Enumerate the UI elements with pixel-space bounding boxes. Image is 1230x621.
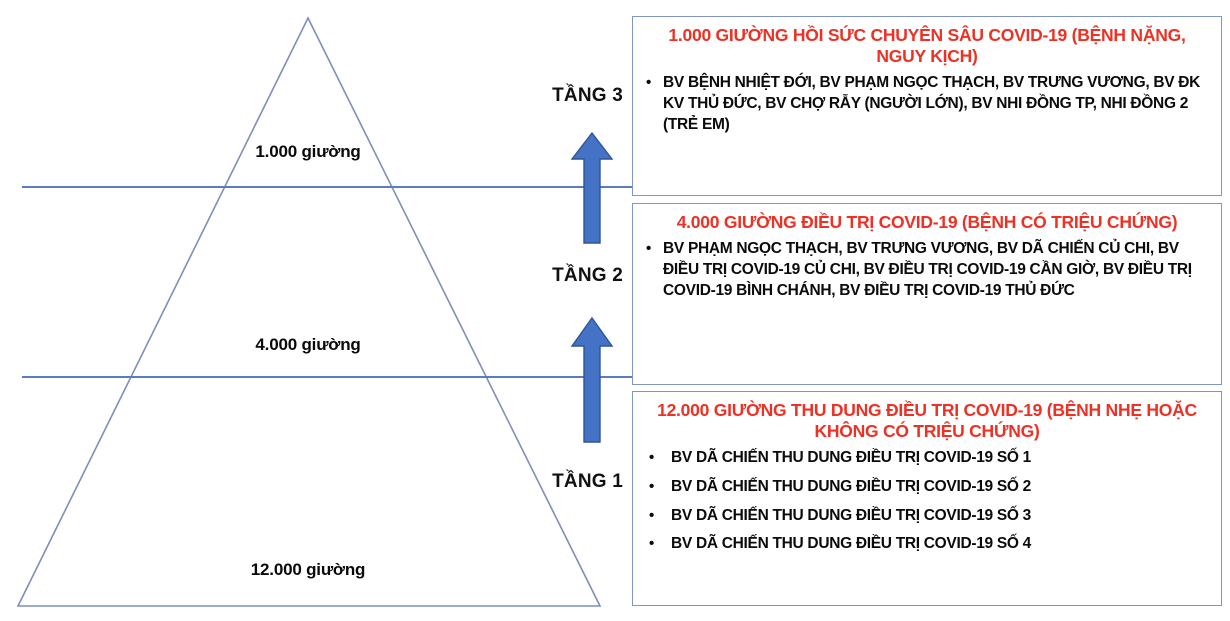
list-item-text: BV DÃ CHIẾN THU DUNG ĐIỀU TRỊ COVID-19 S… [671,506,1032,524]
tier2-title: 4.000 GIƯỜNG ĐIỀU TRỊ COVID-19 (BỆNH CÓ … [676,212,1178,232]
list-item: • BV DÃ CHIẾN THU DUNG ĐIỀU TRỊ COVID-19… [641,448,1213,469]
tier-label-tang-1: TẦNG 1 [552,471,623,492]
tier3-hospital-list: • BV BỆNH NHIỆT ĐỚI, BV PHẠM NGỌC THẠCH,… [641,73,1213,135]
list-item: • BV BỆNH NHIỆT ĐỚI, BV PHẠM NGỌC THẠCH,… [641,73,1213,135]
tier3-title: 1.000 GIƯỜNG HỒI SỨC CHUYÊN SÂU COVID-19… [668,25,1186,66]
pyramid-tier2-bed-count: 4.000 giường [255,335,361,354]
pyramid-tier3-bed-count: 1.000 giường [255,142,361,161]
bullet-dot-icon: • [649,535,654,553]
up-arrow-icon-tier2-to-tier3 [570,131,614,244]
up-arrow-icon-tier1-to-tier2 [570,316,614,443]
bullet-dot-icon: • [649,506,654,524]
list-item-text: BV DÃ CHIẾN THU DUNG ĐIỀU TRỊ COVID-19 S… [671,449,1032,466]
tier1-hospital-list: • BV DÃ CHIẾN THU DUNG ĐIỀU TRỊ COVID-19… [641,448,1213,555]
tier2-info-box: 4.000 GIƯỜNG ĐIỀU TRỊ COVID-19 (BỆNH CÓ … [632,203,1222,385]
list-item: • BV PHẠM NGỌC THẠCH, BV TRƯNG VƯƠNG, BV… [641,239,1213,301]
list-item: • BV DÃ CHIẾN THU DUNG ĐIỀU TRỊ COVID-19… [641,477,1213,498]
list-item-text: BV DÃ CHIẾN THU DUNG ĐIỀU TRỊ COVID-19 S… [671,535,1032,553]
list-item: • BV DÃ CHIẾN THU DUNG ĐIỀU TRỊ COVID-19… [641,534,1213,555]
list-item-text: BV BỆNH NHIỆT ĐỚI, BV PHẠM NGỌC THẠCH, B… [663,74,1201,133]
bullet-dot-icon: • [646,74,651,91]
tier2-hospital-list: • BV PHẠM NGỌC THẠCH, BV TRƯNG VƯƠNG, BV… [641,239,1213,301]
bullet-dot-icon: • [646,240,651,257]
list-item-text: BV PHẠM NGỌC THẠCH, BV TRƯNG VƯƠNG, BV D… [663,240,1192,299]
pyramid-graphic [16,16,638,607]
bullet-dot-icon: • [649,449,654,466]
tier-label-tang-3: TẦNG 3 [552,85,623,106]
tier1-info-box: 12.000 GIƯỜNG THU DUNG ĐIỀU TRỊ COVID-19… [632,391,1222,606]
tier1-title: 12.000 GIƯỜNG THU DUNG ĐIỀU TRỊ COVID-19… [657,400,1197,441]
tier-label-tang-2: TẦNG 2 [552,265,623,286]
bullet-dot-icon: • [649,477,654,495]
tier3-info-box: 1.000 GIƯỜNG HỒI SỨC CHUYÊN SÂU COVID-19… [632,16,1222,196]
pyramid-triangle [16,16,602,607]
pyramid-tier1-bed-count: 12.000 giường [250,560,366,579]
list-item-text: BV DÃ CHIẾN THU DUNG ĐIỀU TRỊ COVID-19 S… [671,477,1032,495]
list-item: • BV DÃ CHIẾN THU DUNG ĐIỀU TRỊ COVID-19… [641,506,1213,527]
